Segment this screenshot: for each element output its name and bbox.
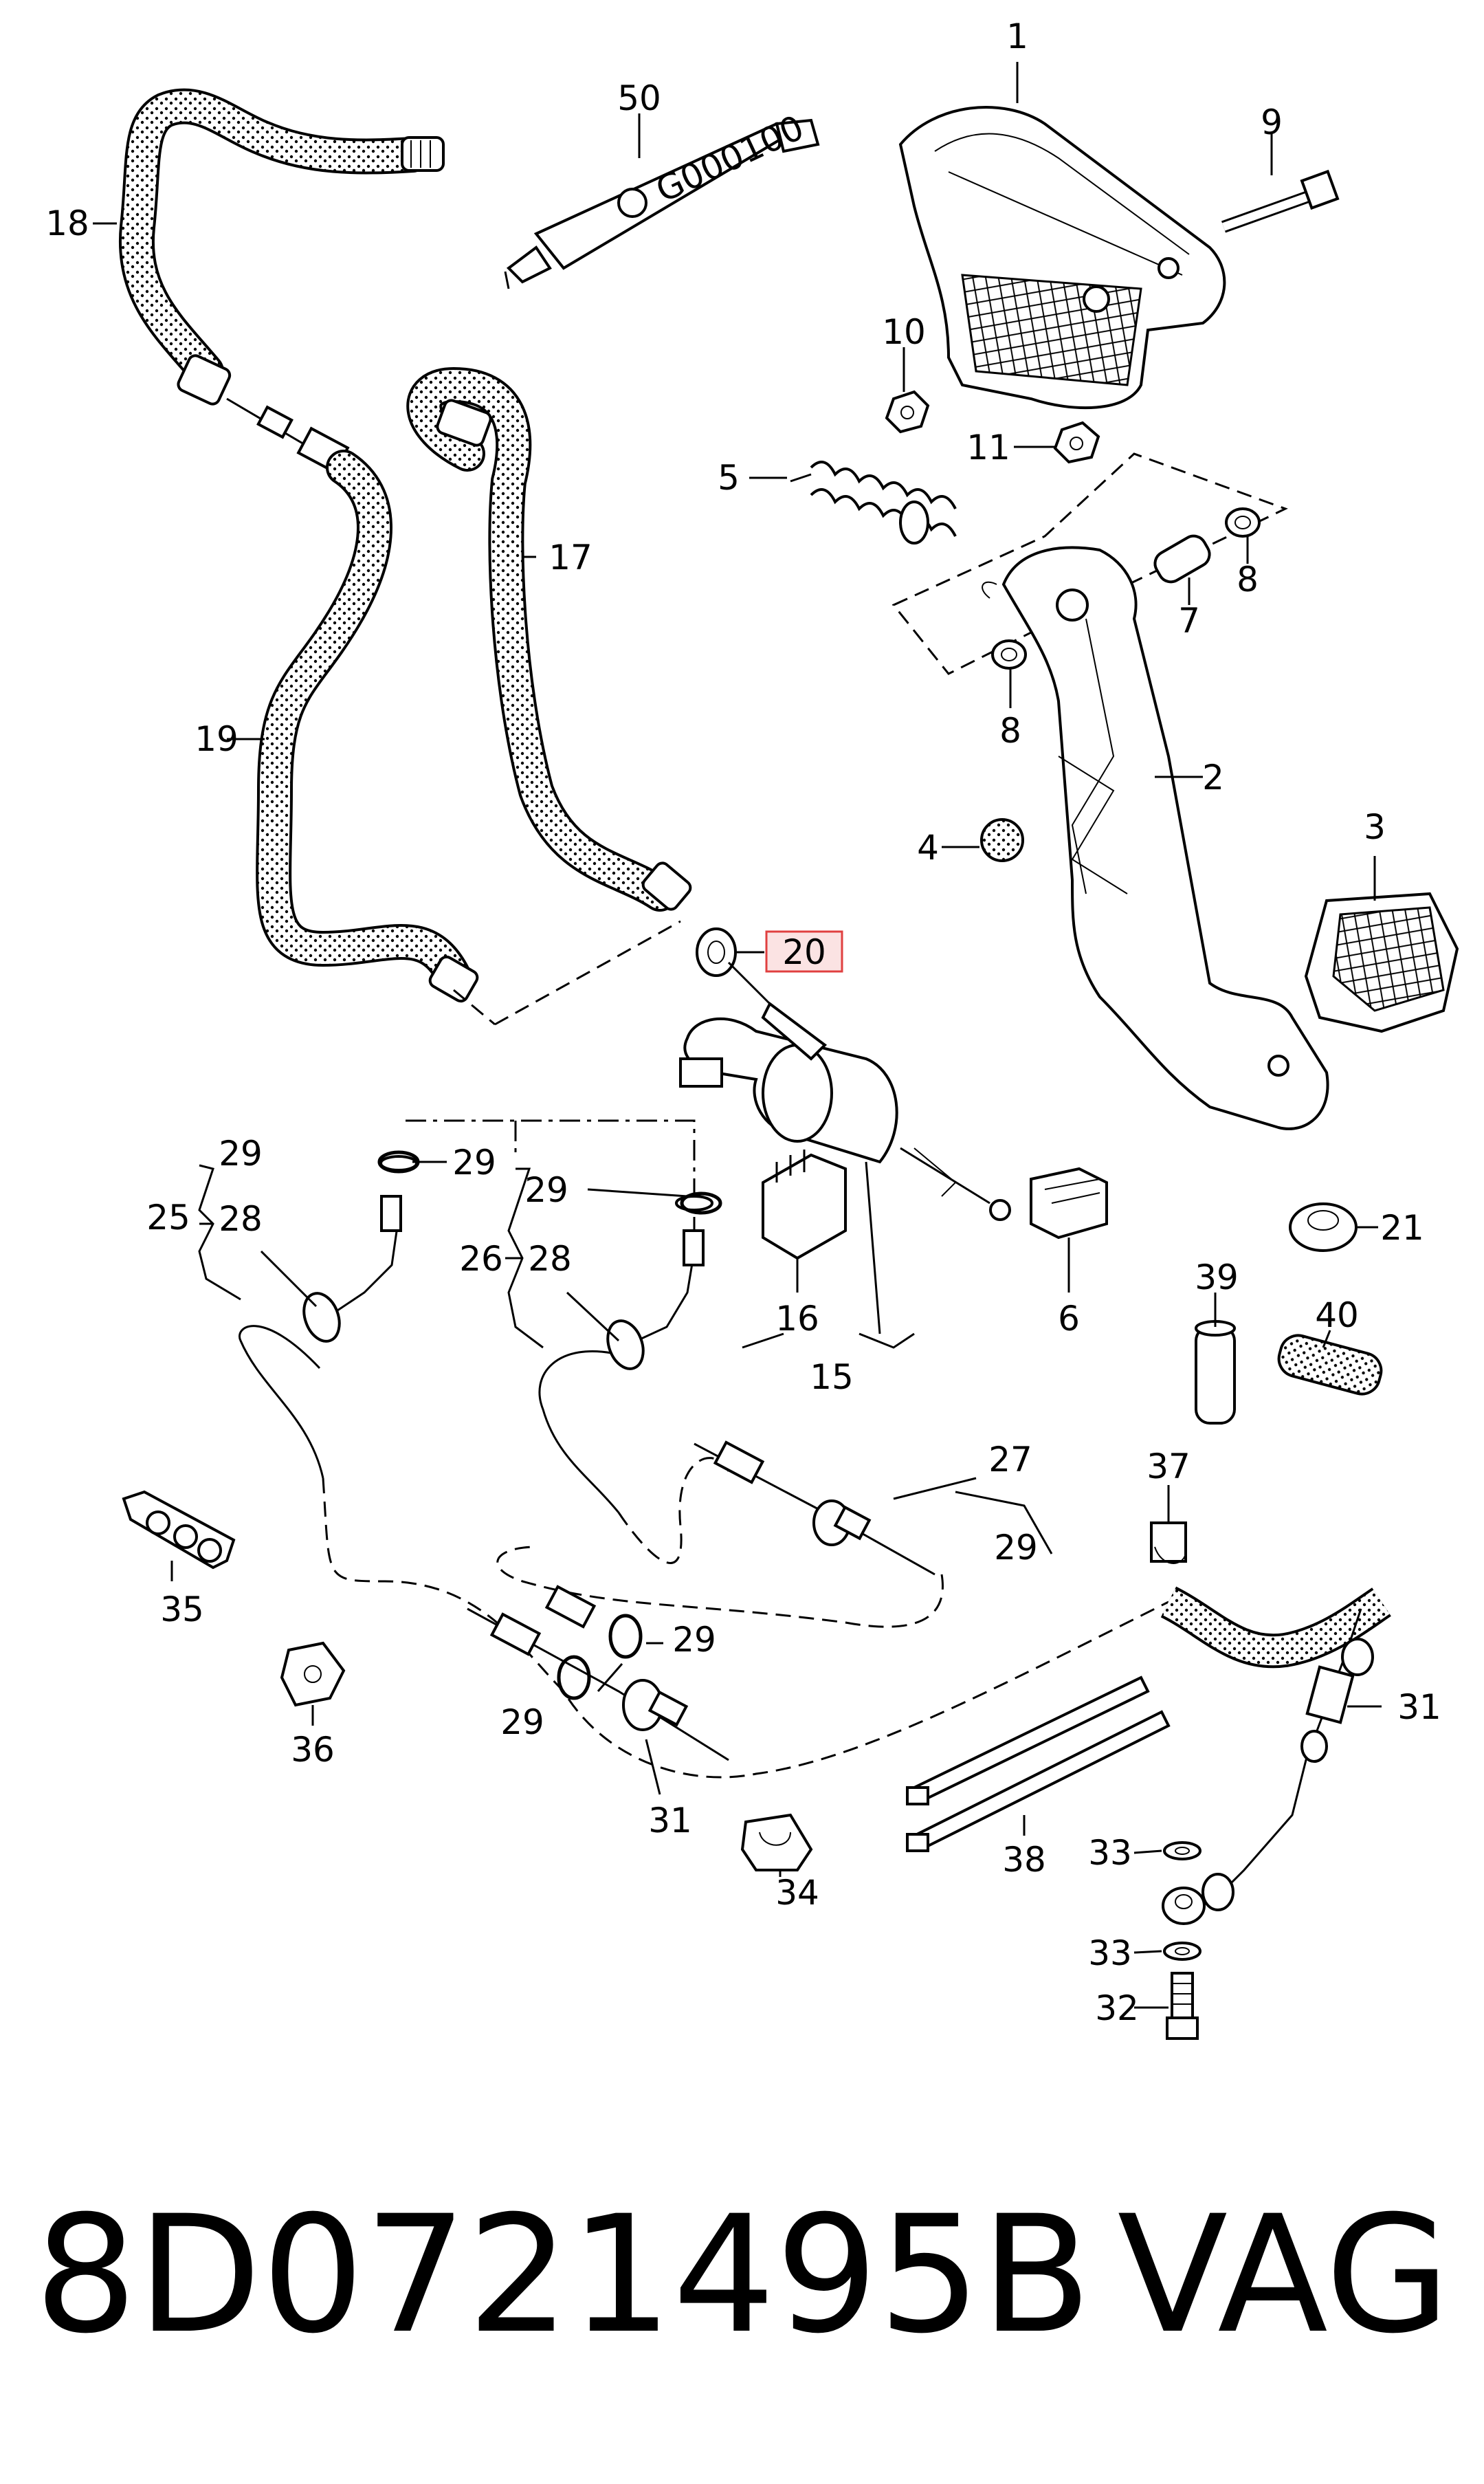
tube-marking: G000100 (650, 107, 810, 210)
callout-11: 11 (966, 428, 1010, 468)
leader-15 (865, 1161, 881, 1334)
callout-32: 32 (1095, 1988, 1139, 2028)
callout-10: 10 (882, 312, 926, 352)
callout-29-a: 29 (219, 1134, 263, 1174)
callout-40: 40 (1315, 1295, 1359, 1335)
grommet-33 (1162, 1887, 1206, 1925)
bushing-8-bottom (991, 639, 1027, 670)
callout-38: 38 (1002, 1840, 1046, 1880)
o-ring-29-d (557, 1655, 591, 1700)
callout-19: 19 (195, 719, 239, 759)
bolt-9 (1221, 169, 1340, 233)
callout-36: 36 (291, 1730, 335, 1770)
pipe-31-left (467, 1585, 729, 1761)
washer-33-top (1163, 1841, 1201, 1860)
bolt-32 (1166, 1972, 1199, 2040)
nut-10 (885, 390, 930, 434)
callout-31-left: 31 (648, 1801, 692, 1840)
callout-9: 9 (1261, 102, 1283, 142)
bushing-7 (1153, 534, 1211, 584)
washer-33-bottom (1163, 1942, 1201, 1961)
pipe-27 (694, 1440, 935, 1576)
callout-28-b: 28 (528, 1239, 572, 1279)
part-number: 8D0721495B (34, 2181, 1092, 2369)
grease-tube-50: G000100 (504, 107, 820, 289)
callout-15: 15 (810, 1357, 854, 1397)
callout-3: 3 (1364, 807, 1386, 847)
callout-1: 1 (1006, 17, 1028, 56)
pedal-bracket-1 (898, 106, 1226, 410)
callout-25: 25 (146, 1198, 190, 1238)
route-dashed-26 (617, 1457, 730, 1564)
callout-17: 17 (549, 538, 593, 578)
callout-29-f: 29 (500, 1702, 544, 1742)
pedal-pad-3 (1304, 892, 1459, 1033)
o-ring-29-b (680, 1191, 722, 1215)
leader-dash-19 (453, 989, 496, 1026)
callout-20: 20 (782, 932, 826, 972)
callout-5: 5 (718, 458, 740, 498)
callout-4: 4 (917, 828, 939, 868)
pipe-25 (239, 1155, 418, 1479)
route-dashed-lower (322, 1477, 1169, 1779)
route-dashed-27 (496, 1546, 944, 1628)
clip-35 (122, 1490, 236, 1570)
callout-26: 26 (459, 1239, 503, 1279)
master-cylinder-15 (679, 1001, 1011, 1221)
callout-16: 16 (775, 1299, 819, 1339)
bushing-8-top (1225, 507, 1261, 538)
clip-37 (1150, 1521, 1187, 1564)
callout-35: 35 (160, 1590, 204, 1629)
callout-29-d: 29 (994, 1528, 1038, 1568)
hose-17 (406, 366, 692, 912)
sleeve-39 (1195, 1320, 1236, 1425)
o-ring-29-c (608, 1614, 643, 1659)
callout-33-top: 33 (1088, 1833, 1132, 1873)
clutch-pedal-2 (982, 546, 1329, 1130)
brand: VAG (1118, 2181, 1450, 2369)
highlight-box-20 (765, 930, 843, 973)
cap-21 (1289, 1202, 1358, 1252)
connector-clip-6 (1030, 1167, 1108, 1240)
callout-labels: 1 9 50 18 10 11 5 17 8 7 8 19 2 3 4 20 2… (45, 17, 1441, 2028)
callout-29-e: 29 (672, 1620, 716, 1660)
spring-5 (790, 461, 957, 545)
callout-39: 39 (1195, 1257, 1239, 1297)
callout-31-right: 31 (1397, 1687, 1441, 1727)
callout-8-top: 8 (1237, 560, 1259, 600)
clip-34 (740, 1813, 813, 1871)
callout-33-bottom: 33 (1088, 1933, 1132, 1973)
cylinder-pushrod-top (727, 961, 771, 1005)
bracket-15-16 (742, 1332, 915, 1349)
sensor-16 (762, 1150, 847, 1260)
seal-grommet-20 (696, 927, 737, 977)
callout-7: 7 (1178, 601, 1200, 641)
callout-18: 18 (45, 204, 89, 243)
pipe-26 (538, 1195, 713, 1513)
stop-buffer-4 (980, 818, 1024, 862)
leader-lines (93, 62, 1382, 2009)
hose-19 (256, 450, 479, 1003)
callout-8-bottom: 8 (999, 711, 1021, 751)
leader-dash-17-19 (494, 920, 681, 1026)
hose-18 (118, 88, 445, 406)
callout-29-b: 29 (452, 1143, 496, 1183)
callout-2: 2 (1202, 758, 1224, 798)
callout-28-a: 28 (219, 1199, 263, 1239)
pedal-assembly-outline (891, 452, 1288, 675)
callout-27: 27 (988, 1440, 1032, 1480)
callout-37: 37 (1147, 1447, 1190, 1486)
pipe-31-right (1160, 1586, 1391, 1911)
callout-6: 6 (1058, 1299, 1080, 1339)
nut-11 (1053, 421, 1100, 464)
callout-34: 34 (775, 1873, 819, 1913)
cable-tie-38 (906, 1675, 1171, 1852)
callout-21: 21 (1380, 1208, 1424, 1248)
sleeve-40 (1277, 1334, 1383, 1396)
callout-29-c: 29 (524, 1170, 568, 1210)
callout-50: 50 (617, 78, 661, 118)
clip-36 (280, 1641, 346, 1707)
